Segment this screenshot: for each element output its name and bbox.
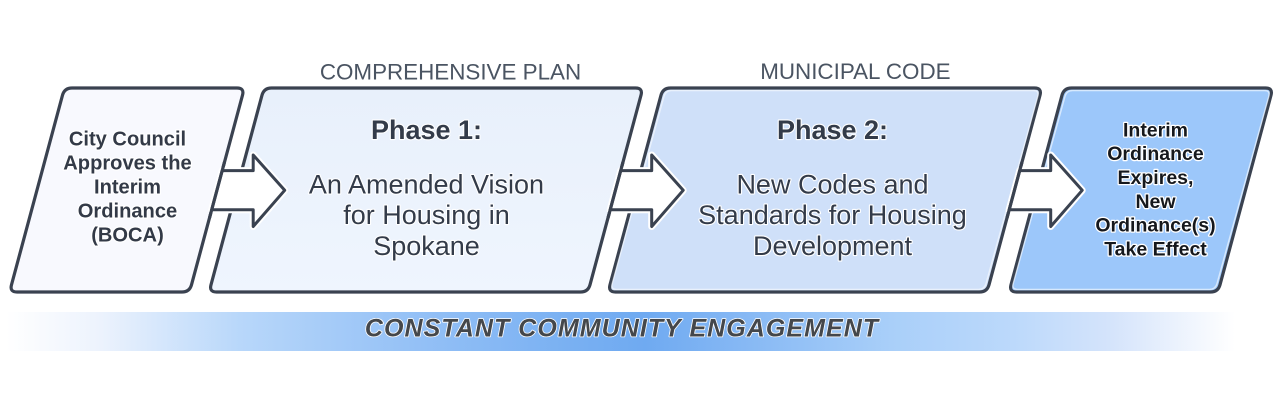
svg-text:MUNICIPAL CODE: MUNICIPAL CODE xyxy=(760,59,950,84)
svg-text:Phase 1:: Phase 1: xyxy=(371,115,482,145)
svg-text:Ordinance: Ordinance xyxy=(78,201,177,223)
svg-text:Development: Development xyxy=(753,231,913,261)
svg-text:Ordinance: Ordinance xyxy=(1107,143,1204,165)
svg-text:COMPREHENSIVE PLAN: COMPREHENSIVE PLAN xyxy=(320,60,581,85)
svg-text:City Council: City Council xyxy=(69,129,186,151)
svg-text:Approves the: Approves the xyxy=(63,153,191,175)
svg-text:Ordinance(s): Ordinance(s) xyxy=(1095,215,1215,237)
svg-text:Standards for Housing: Standards for Housing xyxy=(698,200,967,230)
svg-text:for Housing in: for Housing in xyxy=(343,200,510,230)
svg-text:Interim: Interim xyxy=(94,177,161,199)
svg-text:CONSTANT COMMUNITY ENGAGEMENT: CONSTANT COMMUNITY ENGAGEMENT xyxy=(365,315,881,343)
svg-text:Interim: Interim xyxy=(1123,119,1188,141)
svg-text:New: New xyxy=(1135,191,1176,213)
svg-text:Phase 2:: Phase 2: xyxy=(777,115,888,145)
svg-text:(BOCA): (BOCA) xyxy=(91,225,164,247)
svg-text:Spokane: Spokane xyxy=(373,231,480,261)
svg-text:Expires,: Expires, xyxy=(1118,167,1194,189)
svg-text:Take Effect: Take Effect xyxy=(1104,238,1207,260)
svg-text:New Codes and: New Codes and xyxy=(736,169,928,199)
svg-text:An Amended Vision: An Amended Vision xyxy=(309,169,544,199)
